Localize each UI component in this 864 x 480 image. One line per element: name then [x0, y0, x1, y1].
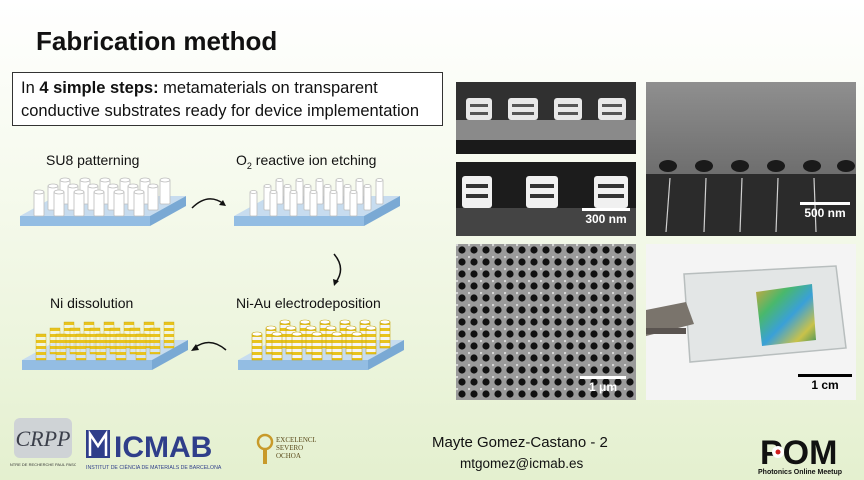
step-label-electrodeposition: Ni-Au electrodeposition	[236, 295, 381, 311]
intro-bold: 4 simple steps:	[39, 79, 159, 97]
step-label-o2-main: O	[236, 152, 247, 168]
diagram-su8-patterning	[20, 177, 186, 226]
sem-top-view-image: 1 μm	[456, 244, 636, 400]
svg-text:INSTITUT DE CIÈNCIA DE MATERIA: INSTITUT DE CIÈNCIA DE MATERIALS DE BARC…	[86, 464, 222, 471]
svg-text:SEVERO: SEVERO	[276, 444, 303, 452]
icmab-logo: ICMAB INSTITUT DE CIÈNCIA DE MATERIALS D…	[84, 426, 254, 472]
svg-text:OCHOA: OCHOA	[276, 452, 301, 460]
crpp-logo: CRPP CENTRE DE RECHERCHE PAUL PASCAL	[4, 414, 82, 470]
curved-arrow-left	[191, 341, 227, 351]
svg-text:CRPP: CRPP	[16, 426, 71, 451]
step-label-o2-etching: O2 reactive ion etching	[236, 152, 376, 171]
diagram-o2-etching	[234, 178, 400, 226]
slide-title: Fabrication method	[36, 26, 278, 56]
sem-cross-section-image-1	[456, 82, 636, 154]
sem-cross-section-image-2: 300 nm	[456, 162, 636, 236]
diagram-electrodeposition	[238, 319, 404, 370]
presenter-name: Mayte Gomez-Castano - 2	[432, 434, 608, 451]
sem-tilted-image: 500 nm	[646, 82, 856, 236]
presenter-email: mtgomez@icmab.es	[460, 456, 584, 471]
diagram-ni-dissolution	[22, 321, 188, 370]
curved-arrow-right	[191, 198, 226, 209]
intro-prefix: In	[21, 79, 40, 97]
scalebar-1cm-label: 1 cm	[811, 378, 839, 392]
svg-text:CENTRE DE RECHERCHE PAUL PASCA: CENTRE DE RECHERCHE PAUL PASCAL	[10, 462, 76, 467]
scalebar-500nm-label: 500 nm	[804, 206, 846, 220]
pom-logo: POM Photonics Online Meetup	[756, 432, 860, 476]
scalebar-500nm: 500 nm	[800, 202, 850, 220]
scalebar-1um-label: 1 μm	[588, 380, 618, 394]
scalebar-1cm: 1 cm	[798, 374, 852, 392]
svg-text:ICMAB: ICMAB	[114, 431, 212, 464]
severo-ochoa-logo: EXCELENCIA SEVERO OCHOA	[256, 428, 320, 468]
curved-arrow-down	[333, 253, 342, 286]
scalebar-300nm-label: 300 nm	[585, 212, 627, 226]
intro-text-box: In 4 simple steps: metamaterials on tran…	[12, 72, 443, 126]
step-label-su8: SU8 patterning	[46, 152, 140, 168]
intro-rest: metamaterials on transparent conductive …	[21, 79, 420, 120]
step-label-o2-sub: 2	[246, 160, 252, 171]
scalebar-300nm: 300 nm	[582, 208, 630, 226]
step-label-o2-rest: reactive ion etching	[251, 152, 377, 168]
scalebar-1um: 1 μm	[580, 376, 626, 394]
svg-text:Photonics Online Meetup: Photonics Online Meetup	[758, 469, 842, 476]
svg-text:POM: POM	[760, 434, 837, 472]
svg-text:EXCELENCIA: EXCELENCIA	[276, 436, 316, 444]
sample-photo: 1 cm	[646, 244, 856, 400]
step-label-ni-dissolution: Ni dissolution	[50, 295, 134, 311]
